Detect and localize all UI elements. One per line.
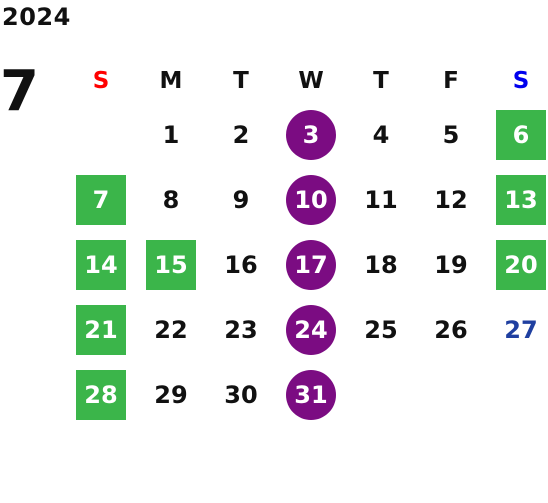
weekday-tue: T (233, 68, 249, 94)
empty-cell (356, 370, 406, 420)
empty-cell (76, 110, 126, 160)
day-5[interactable]: 5 (442, 120, 460, 149)
day-30[interactable]: 30 (224, 380, 258, 409)
weekday-wed: W (298, 68, 324, 94)
day-8[interactable]: 8 (162, 185, 180, 214)
day-15[interactable]: 15 (146, 239, 196, 290)
year-label: 2024 (2, 3, 71, 31)
day-21[interactable]: 21 (76, 304, 126, 355)
day-25[interactable]: 25 (364, 315, 398, 344)
day-20[interactable]: 20 (496, 239, 546, 290)
day-26[interactable]: 26 (434, 315, 468, 344)
day-24[interactable]: 24 (286, 304, 336, 355)
day-29[interactable]: 29 (154, 380, 188, 409)
day-12[interactable]: 12 (434, 185, 468, 214)
day-16[interactable]: 16 (224, 250, 258, 279)
day-27[interactable]: 27 (504, 315, 538, 344)
day-19[interactable]: 19 (434, 250, 468, 279)
weekday-mon: M (159, 68, 183, 94)
day-23[interactable]: 23 (224, 315, 258, 344)
day-4[interactable]: 4 (372, 120, 390, 149)
weekday-thu: T (373, 68, 389, 94)
weekday-fri: F (443, 68, 459, 94)
weekday-sat: S (512, 68, 530, 94)
day-11[interactable]: 11 (364, 185, 398, 214)
day-18[interactable]: 18 (364, 250, 398, 279)
day-17[interactable]: 17 (286, 239, 336, 290)
month-label: 7 (0, 59, 39, 124)
day-3[interactable]: 3 (286, 109, 336, 160)
empty-cell (496, 370, 546, 420)
day-7[interactable]: 7 (76, 174, 126, 225)
day-1[interactable]: 1 (162, 120, 180, 149)
day-13[interactable]: 13 (496, 174, 546, 225)
day-31[interactable]: 31 (286, 369, 336, 420)
weekday-sun: S (92, 68, 110, 94)
day-2[interactable]: 2 (232, 120, 250, 149)
empty-cell (426, 370, 476, 420)
day-6[interactable]: 6 (496, 109, 546, 160)
day-22[interactable]: 22 (154, 315, 188, 344)
day-28[interactable]: 28 (76, 369, 126, 420)
day-14[interactable]: 14 (76, 239, 126, 290)
day-9[interactable]: 9 (232, 185, 250, 214)
day-10[interactable]: 10 (286, 174, 336, 225)
